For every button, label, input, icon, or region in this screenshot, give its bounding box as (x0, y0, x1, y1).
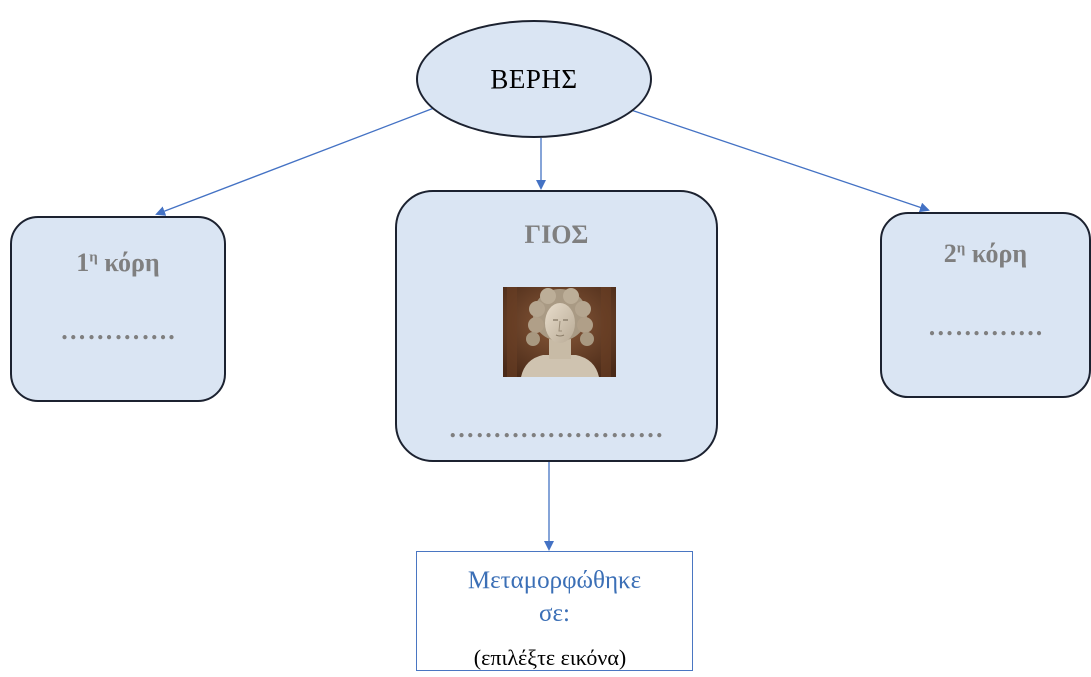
left-node-blank[interactable]: …………. (60, 316, 176, 345)
result-line-1: Μεταμορφώθηκε (467, 567, 642, 594)
root-node-veris: ΒΕΡΗΣ (416, 20, 652, 138)
arrow-to-left-node (155, 107, 435, 216)
son-node-blank[interactable]: …………………… (448, 414, 665, 443)
arrow-to-right-node (630, 109, 930, 213)
result-line-2: σε: (539, 600, 570, 627)
right-node-title: 2η κόρη (943, 239, 1028, 268)
left-node-title: 1η κόρη (76, 248, 160, 277)
son-node-title: ΓΙΟΣ (524, 220, 589, 249)
select-image-caption: (επιλέξτε εικόνα) (473, 645, 627, 670)
statue-portrait-image (503, 287, 616, 377)
left-daughter-node: 1η κόρη …………. (10, 216, 226, 402)
right-daughter-node: 2η κόρη …………. (880, 212, 1091, 398)
transformation-result-box[interactable]: Μεταμορφώθηκε σε: (416, 551, 693, 671)
root-label: ΒΕΡΗΣ (490, 63, 578, 94)
son-node: ΓΙΟΣ (395, 190, 718, 462)
right-node-blank[interactable]: …………. (927, 312, 1044, 341)
